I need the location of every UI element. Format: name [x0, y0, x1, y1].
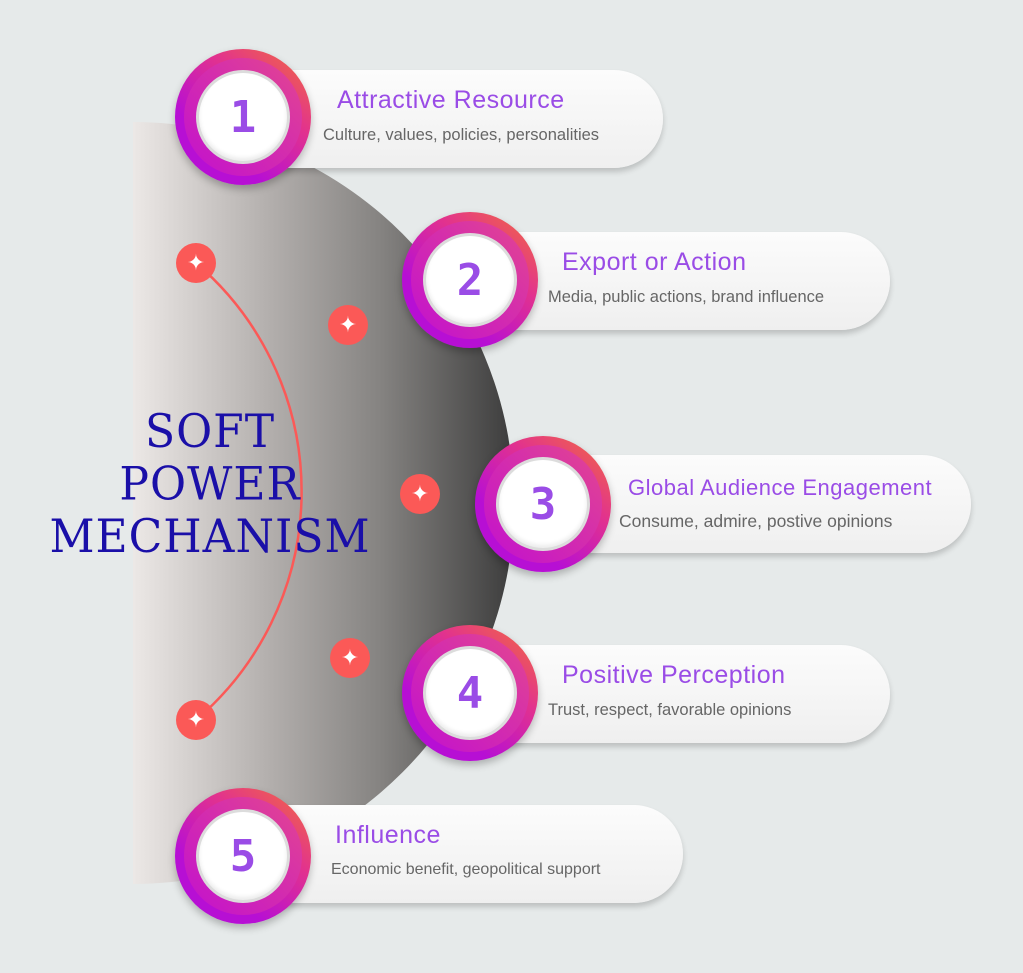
step-title: Influence	[335, 821, 441, 849]
step-subtitle: Consume, admire, postive opinions	[619, 511, 893, 531]
step-badge-5: 5	[175, 788, 311, 924]
step-title: Global Audience Engagement	[628, 475, 933, 500]
step-badge-4: 4	[402, 625, 538, 761]
step-title: Export or Action	[562, 248, 747, 276]
main-title: SOFT POWER MECHANISM	[30, 406, 390, 564]
step-card-4: Positive Perception Trust, respect, favo…	[470, 645, 890, 743]
title-line: MECHANISM	[49, 510, 371, 564]
sparkle-icon: ✦	[176, 243, 216, 283]
sparkle-icon: ✦	[400, 474, 440, 514]
step-subtitle: Culture, values, policies, personalities	[323, 126, 600, 144]
step-card-3: Global Audience Engagement Consume, admi…	[543, 455, 971, 553]
step-card-5: Influence Economic benefit, geopolitical…	[243, 805, 683, 903]
step-subtitle: Trust, respect, favorable opinions	[548, 701, 792, 719]
step-number: 1	[199, 73, 287, 161]
sparkle-icon: ✦	[328, 305, 368, 345]
step-badge-3: 3	[475, 436, 611, 572]
sparkle-icon: ✦	[330, 638, 370, 678]
step-badge-2: 2	[402, 212, 538, 348]
step-subtitle: Economic benefit, geopolitical support	[331, 861, 601, 878]
title-line: SOFT	[144, 405, 276, 459]
sparkle-icon: ✦	[176, 700, 216, 740]
step-number: 2	[426, 236, 514, 324]
step-number: 5	[199, 812, 287, 900]
step-card-1: Attractive Resource Culture, values, pol…	[245, 70, 663, 168]
step-number: 4	[426, 649, 514, 737]
step-card-2: Export or Action Media, public actions, …	[470, 232, 890, 330]
step-subtitle: Media, public actions, brand influence	[548, 288, 825, 306]
title-line: POWER	[119, 457, 301, 512]
step-badge-1: 1	[175, 49, 311, 185]
step-number: 3	[499, 460, 587, 548]
step-title: Positive Perception	[562, 661, 786, 689]
step-title: Attractive Resource	[337, 86, 565, 114]
